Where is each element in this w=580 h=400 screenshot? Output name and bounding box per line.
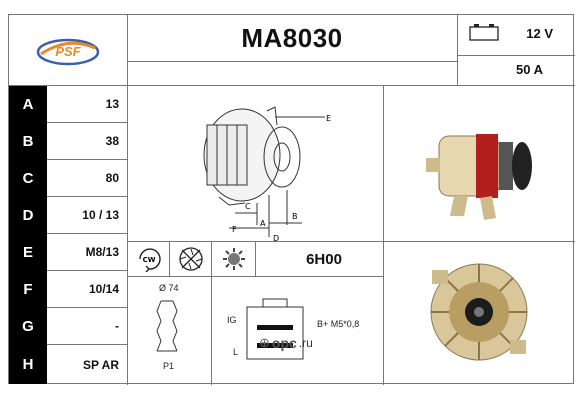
divider	[9, 196, 127, 197]
row-value-a: 13	[105, 96, 119, 111]
divider	[383, 85, 384, 385]
row-value-g: -	[115, 318, 119, 333]
dim-label-f: F	[232, 225, 237, 234]
divider	[169, 241, 170, 276]
divider	[9, 159, 127, 160]
row-value-c: 80	[105, 170, 119, 185]
row-label-c: C	[9, 160, 47, 197]
watermark-domain: .ru	[298, 336, 313, 350]
row-value-f: 10/14	[88, 281, 119, 296]
row-label-g: G	[9, 308, 47, 345]
alternator-front-photo	[430, 263, 528, 361]
divider	[9, 122, 127, 123]
row-value-d: 10 / 13	[82, 207, 119, 222]
logo-graphic: PSF	[36, 38, 100, 66]
part-number-title: MA8030	[241, 22, 343, 53]
connector-drawing	[246, 298, 304, 360]
regulator-icon	[212, 242, 255, 276]
connector-l-label: L	[233, 347, 239, 357]
alternator-side-photo	[426, 134, 532, 220]
dim-label-d: D	[273, 234, 279, 241]
row-value-b: 38	[105, 133, 119, 148]
voltage-cell: 12 V	[457, 15, 575, 55]
rotation-direction-icon: CW	[128, 242, 169, 276]
row-label-f: F	[9, 271, 47, 308]
connector-ig-label: IG	[227, 315, 237, 325]
pulley-type: P1	[163, 361, 175, 371]
divider	[127, 276, 383, 277]
dim-label-b: B	[292, 212, 298, 221]
current-value: 50 A	[516, 62, 543, 77]
divider	[255, 241, 256, 276]
product-spec-sheet: PSF MA8030 12 V 50 A A 13 B 38 C 80 D 10…	[8, 14, 575, 385]
divider	[127, 61, 457, 62]
row-value-e: M8/13	[85, 244, 119, 259]
pulley-diameter: Ø 74	[159, 283, 179, 293]
terminal-spec: B+ M5*0,8	[317, 319, 360, 329]
svg-text:PSF: PSF	[55, 44, 81, 59]
divider	[457, 15, 458, 85]
watermark: ⊕ opc .ru	[259, 335, 313, 351]
row-label-d: D	[9, 197, 47, 234]
watermark-brand: opc	[271, 335, 297, 351]
divider	[457, 55, 575, 56]
divider	[127, 241, 575, 242]
regulator-code: 6H00	[306, 251, 342, 268]
dim-label-a: A	[260, 219, 266, 228]
dim-label-c: C	[245, 202, 251, 211]
row-label-b: B	[9, 123, 47, 160]
voltage-value: 12 V	[526, 26, 553, 41]
brand-logo: PSF	[9, 15, 127, 85]
divider	[9, 233, 127, 234]
pulley-drawing	[156, 300, 178, 352]
divider	[127, 15, 128, 385]
row-label-e: E	[9, 234, 47, 271]
divider	[9, 344, 127, 345]
divider	[211, 241, 212, 385]
current-cell: 50 A	[457, 55, 575, 85]
divider	[9, 270, 127, 271]
dim-label-e: E	[326, 114, 331, 123]
row-label-a: A	[9, 86, 47, 123]
divider	[9, 307, 127, 308]
battery-icon	[469, 24, 499, 41]
fan-icon	[170, 242, 211, 276]
row-label-h: H	[9, 345, 47, 384]
row-value-h: SP AR	[82, 357, 119, 372]
dimension-drawing: E C F A B D	[203, 106, 331, 241]
rotation-label: CW	[142, 256, 155, 264]
divider	[9, 85, 575, 86]
watermark-icon: ⊕	[259, 335, 270, 350]
